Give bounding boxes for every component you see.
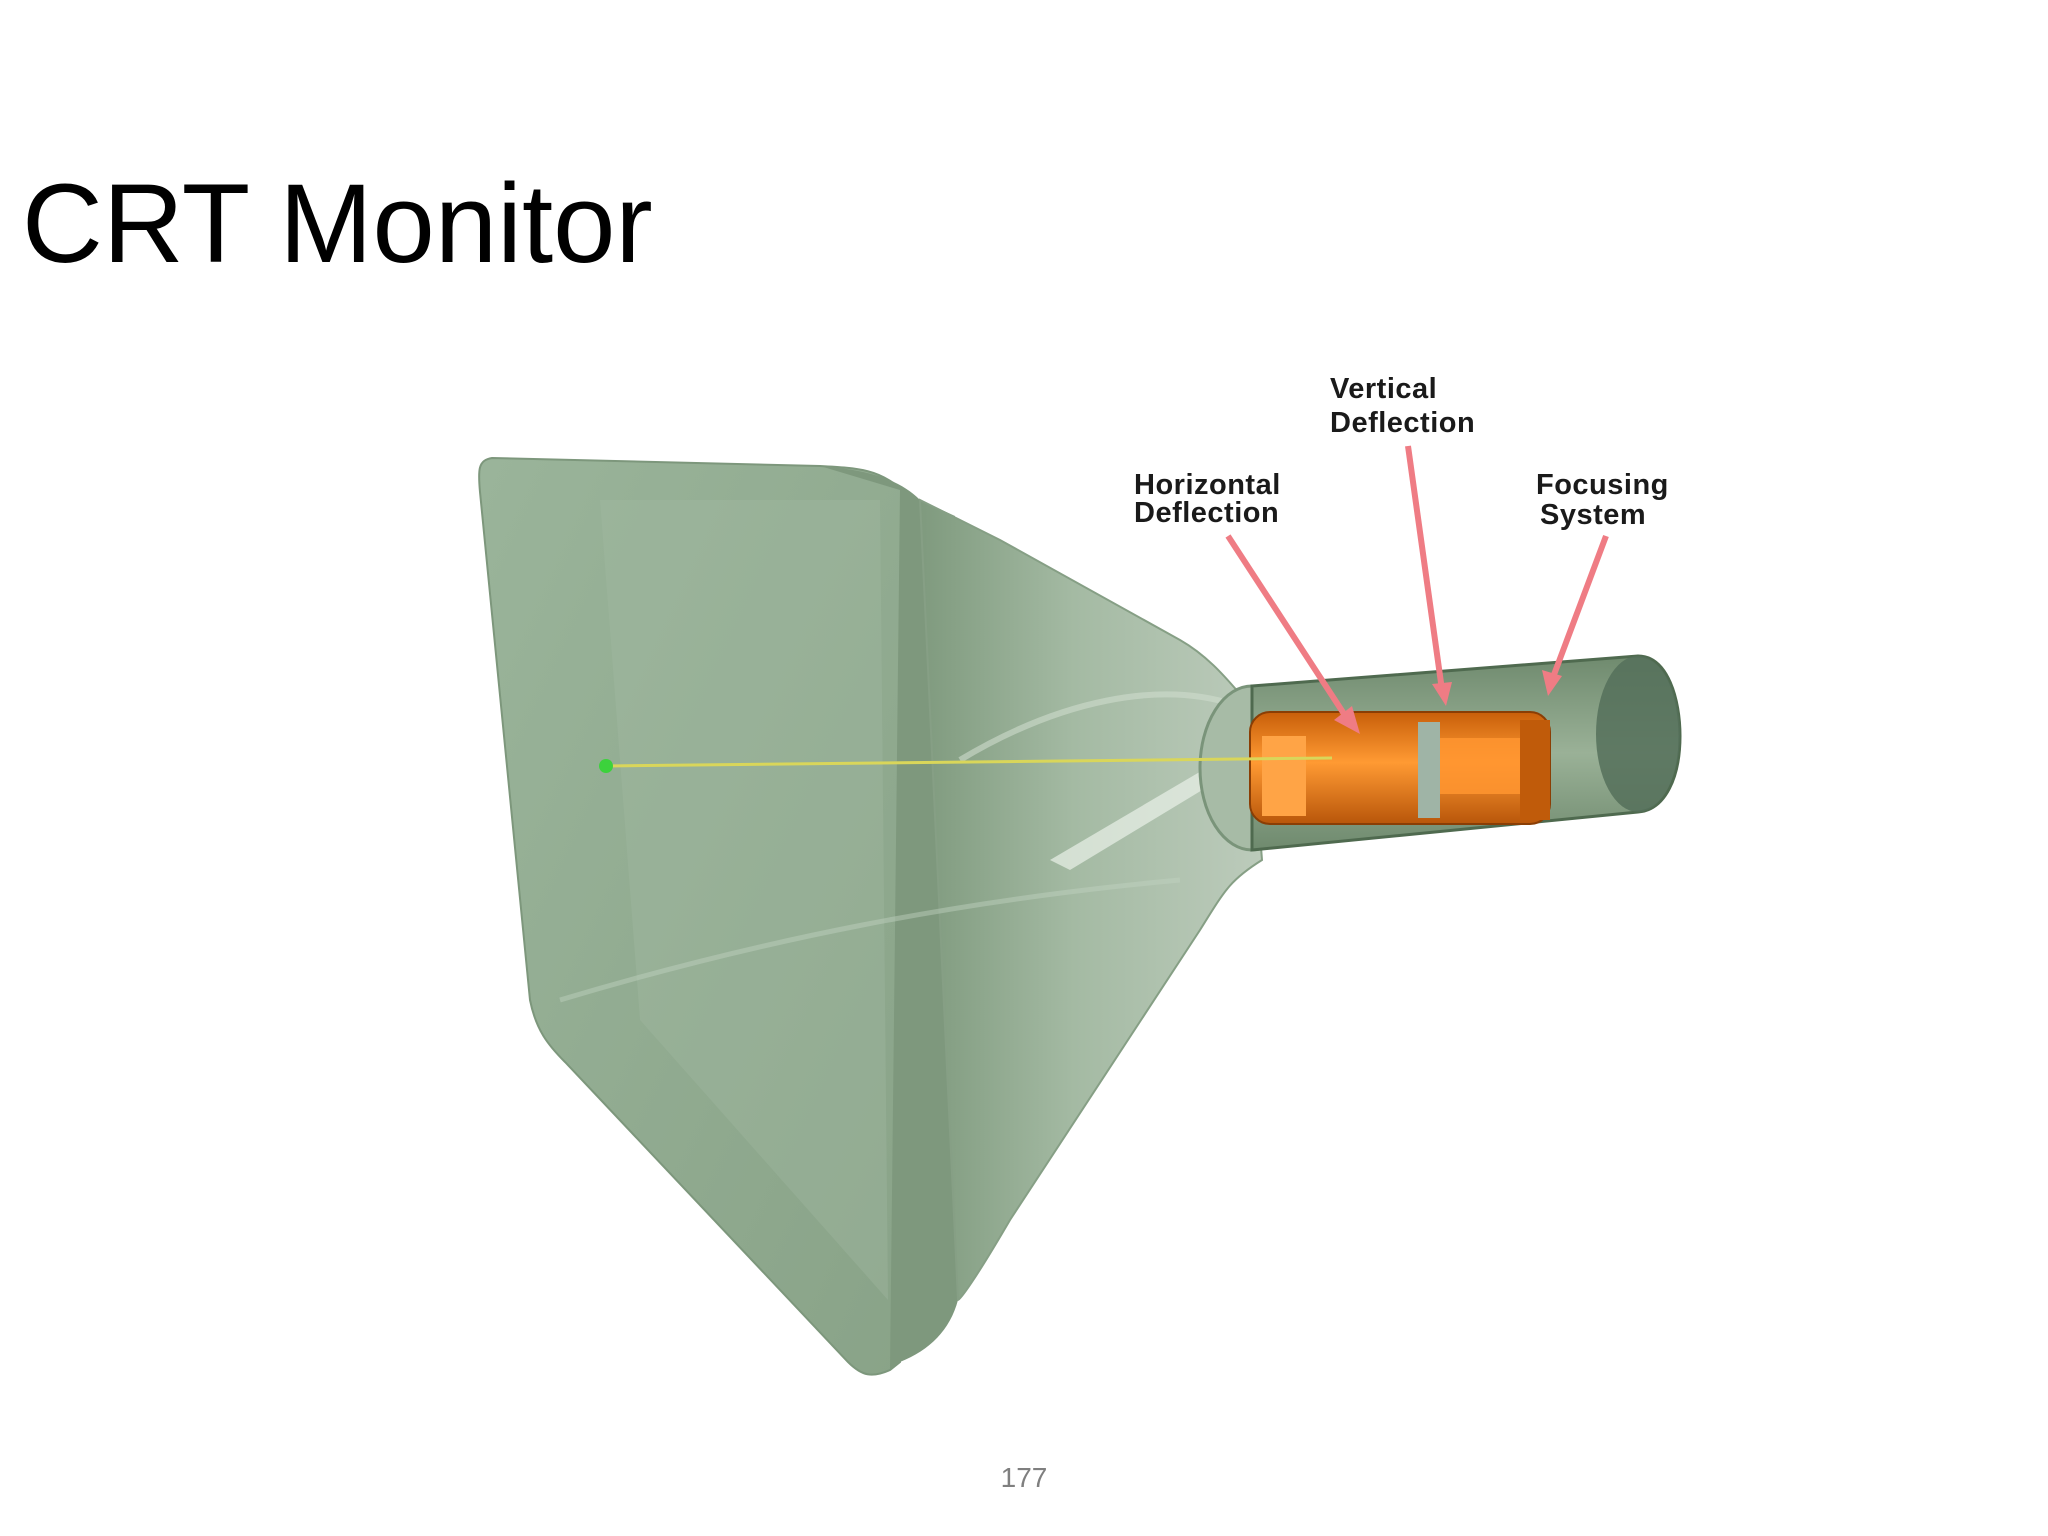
arrow-head-icon [1334,706,1360,734]
vertical-deflection-label-line1: Vertical [1330,373,1437,405]
slide-title: CRT Monitor [22,161,653,286]
focusing-system-label-line2: System [1540,499,1646,531]
screen-face [478,456,904,1376]
page-number: 177 [1000,1462,1048,1493]
tube-funnel [559,498,1264,1302]
arrow-head-icon [1542,670,1562,696]
tube-bezel [820,466,958,1370]
arrow-head-icon [1432,682,1452,706]
focusing-system-label-line1: Focusing [1536,469,1669,501]
callout-arrows [1225,445,1609,734]
vertical-deflection-label-line2: Deflection [1330,407,1475,439]
horizontal-deflection-label-line2: Deflection [1134,497,1279,529]
phosphor-dot-icon [599,759,613,773]
electron-gun [1249,711,1551,825]
horizontal-deflection-label-line1: Horizontal [1134,469,1281,501]
electron-beam [599,756,1333,773]
